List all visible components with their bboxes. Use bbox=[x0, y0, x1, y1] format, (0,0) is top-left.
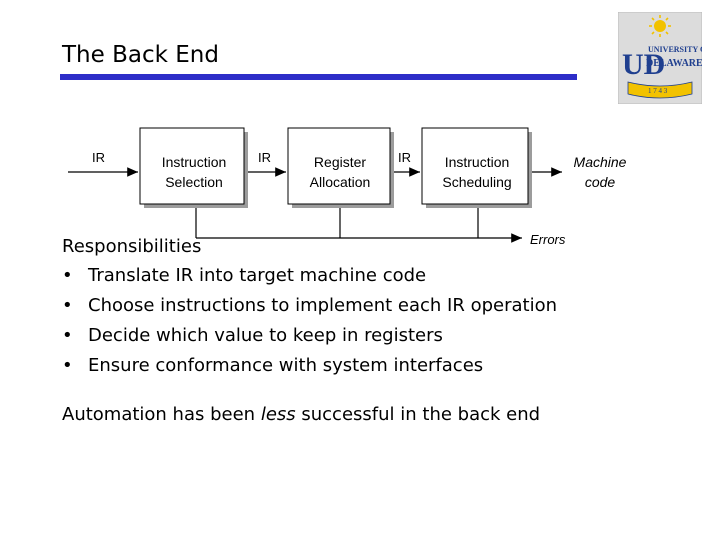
box-label-line2: Selection bbox=[165, 174, 223, 190]
box-instruction-scheduling bbox=[421, 127, 532, 208]
box-label-line1: Instruction bbox=[161, 154, 227, 170]
list-item: • Decide which value to keep in registers bbox=[62, 325, 443, 346]
bullet: • bbox=[62, 295, 73, 316]
list-item-text: Translate IR into target machine code bbox=[88, 265, 427, 286]
bullet: • bbox=[62, 325, 73, 346]
university-logo: UD UNIVERSITY OF DELAWARE 1 7 4 3 bbox=[618, 12, 702, 104]
list-item: • Choose instructions to implement each I… bbox=[62, 295, 557, 316]
box-label-line2: Allocation bbox=[309, 174, 371, 190]
box-register-allocation-label: Register Allocation bbox=[290, 152, 390, 192]
automation-before: Automation has been bbox=[62, 404, 261, 425]
list-item-text: Ensure conformance with system interface… bbox=[88, 355, 484, 376]
automation-emphasis: less bbox=[260, 404, 296, 425]
bullet: • bbox=[62, 265, 73, 286]
slide-title: The Back End bbox=[62, 42, 219, 68]
box-register-allocation bbox=[287, 127, 394, 208]
logo-monogram: UD bbox=[622, 48, 665, 81]
list-item-text: Choose instructions to implement each IR… bbox=[88, 295, 558, 316]
automation-after: successful in the back end bbox=[295, 404, 541, 425]
logo-banner bbox=[627, 81, 693, 99]
output-line2: code bbox=[584, 174, 616, 190]
list-item: • Ensure conformance with system interfac… bbox=[62, 355, 483, 376]
sun-icon bbox=[649, 15, 671, 37]
ir-label-1: IR bbox=[92, 150, 105, 165]
ir-label-3: IR bbox=[398, 150, 411, 165]
box-label-line2: Scheduling bbox=[442, 174, 512, 190]
logo-line2: DELAWARE bbox=[646, 58, 702, 69]
machine-code-label: Machine code bbox=[560, 152, 640, 192]
box-label-line1: Instruction bbox=[444, 154, 510, 170]
box-label-line1: Register bbox=[313, 154, 367, 170]
responsibilities-heading: Responsibilities bbox=[62, 236, 202, 257]
list-item: • Translate IR into target machine code bbox=[62, 265, 426, 286]
title-rule bbox=[60, 74, 577, 80]
box-instruction-selection-label: Instruction Selection bbox=[144, 152, 244, 192]
logo-year: 1 7 4 3 bbox=[648, 87, 668, 95]
errors-label: Errors bbox=[530, 232, 566, 247]
bullet: • bbox=[62, 355, 73, 376]
ir-label-2: IR bbox=[258, 150, 271, 165]
list-item-text: Decide which value to keep in registers bbox=[88, 325, 443, 346]
automation-statement: Automation has been less successful in t… bbox=[62, 404, 540, 425]
output-line1: Machine bbox=[573, 154, 627, 170]
box-instruction-selection bbox=[139, 127, 248, 208]
logo-line1: UNIVERSITY OF bbox=[648, 45, 702, 54]
box-instruction-scheduling-label: Instruction Scheduling bbox=[426, 152, 528, 192]
